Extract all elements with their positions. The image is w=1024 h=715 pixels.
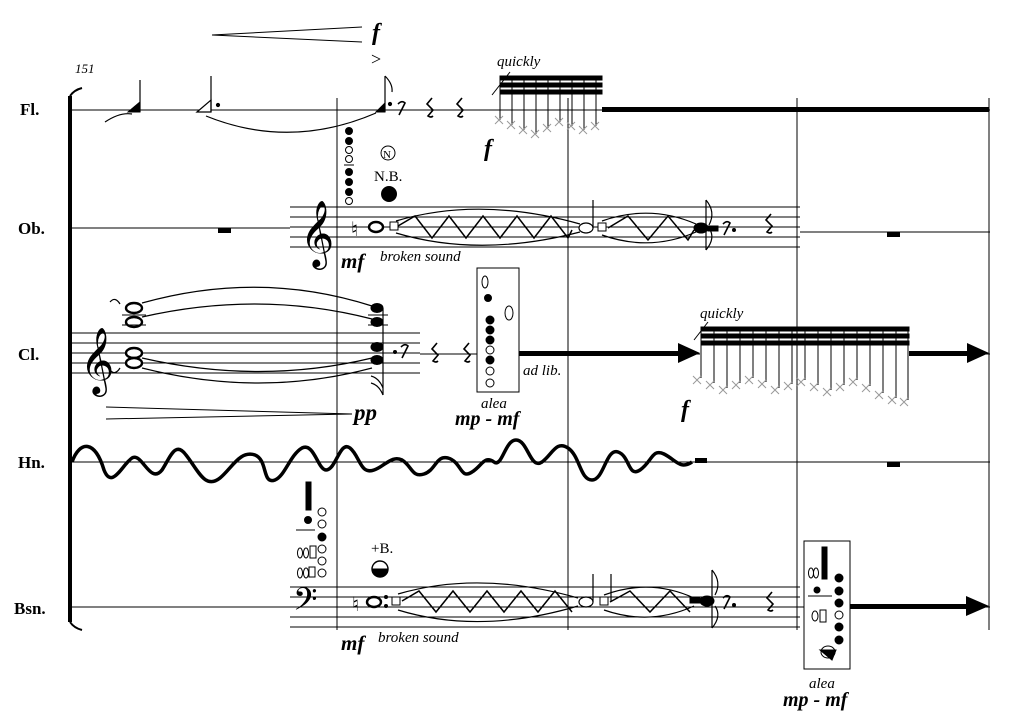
clarinet-ad-lib: ad lib.: [523, 363, 561, 379]
flute-hairpin: [211, 26, 363, 43]
clarinet-arrow-1: [519, 343, 700, 363]
oboe-notes: [367, 199, 736, 251]
clarinet-treble-clef: 𝄞: [80, 326, 114, 397]
clarinet-ties: [141, 286, 373, 384]
clarinet-beams: [700, 326, 910, 400]
oboe-staff: [290, 206, 800, 248]
flute-rests: [397, 97, 465, 118]
horn-wavy-line: [70, 438, 693, 484]
clarinet-arrow-2: [909, 343, 989, 363]
oboe-technique: broken sound: [380, 249, 461, 265]
flute-beams: [499, 75, 603, 134]
oboe-natural-circle: [380, 145, 396, 161]
flute-tempo-text: quickly: [497, 54, 541, 70]
clarinet-alea: alea: [481, 396, 507, 412]
oboe-whole-rest-1: [218, 228, 231, 233]
label-clarinet: Cl.: [18, 345, 39, 364]
bassoon-staff: [290, 586, 800, 628]
flute-dynamic-bottom: f: [484, 136, 494, 162]
label-horn: Hn.: [18, 453, 45, 472]
bassoon-notes: [365, 569, 736, 629]
horn-rest-1: [695, 458, 707, 463]
barlines: [336, 98, 990, 630]
oboe-line: [70, 227, 990, 233]
flute-x-noteheads: [494, 115, 600, 139]
flute-dynamic-top: f: [372, 20, 382, 46]
bassoon-natural: ♮: [352, 592, 359, 616]
oboe-fingering-diagram: [344, 127, 354, 205]
label-oboe: Ob.: [18, 219, 45, 238]
bassoon-technique: broken sound: [378, 630, 459, 646]
clarinet-dynamic-f: f: [681, 397, 691, 423]
bassoon-fingering-box: [803, 540, 851, 670]
clarinet-chord-end: [368, 303, 397, 396]
oboe-key-indicator: [381, 186, 397, 202]
clarinet-staff: [70, 332, 420, 374]
bassoon-plus-b: +B.: [371, 541, 393, 557]
oboe-dynamic: mf: [341, 249, 366, 273]
flute-accent: >: [371, 49, 381, 69]
oboe-rests: [722, 213, 774, 236]
bassoon-rests: [722, 591, 775, 612]
horn-whole-rest: [887, 462, 900, 467]
bassoon-alea: alea: [809, 676, 835, 692]
clarinet-rests: [400, 342, 472, 363]
bassoon-arrow: [850, 596, 989, 616]
clarinet-x-noteheads: [692, 375, 909, 407]
system-bracket: [68, 87, 83, 631]
bassoon-dynamic: mf: [341, 631, 366, 655]
clarinet-alea-dynamic: mp - mf: [455, 408, 522, 430]
label-flute: Fl.: [20, 100, 39, 119]
oboe-treble-clef: 𝄞: [300, 199, 334, 270]
bassoon-key-indicator: [371, 560, 389, 578]
oboe-natural-sign: N: [383, 149, 391, 161]
oboe-natural: ♮: [351, 217, 358, 241]
flute-continuation-line: [602, 107, 989, 112]
oboe-whole-rest-2: [887, 232, 900, 237]
label-bassoon: Bsn.: [14, 599, 46, 618]
measure-number: 151: [75, 61, 95, 76]
flute-notes: [104, 75, 393, 133]
clarinet-chord: [109, 298, 146, 374]
bassoon-fingering-diagram: [296, 481, 327, 579]
clarinet-hairpin: [105, 406, 353, 420]
clarinet-dynamic-end: pp: [352, 400, 377, 425]
bassoon-bass-clef: 𝄢: [293, 581, 317, 625]
bassoon-alea-dynamic: mp - mf: [783, 689, 850, 711]
clarinet-fingering-box: [476, 267, 520, 393]
clarinet-tempo-text: quickly: [700, 306, 744, 322]
oboe-nb-text: N.B.: [374, 169, 402, 185]
